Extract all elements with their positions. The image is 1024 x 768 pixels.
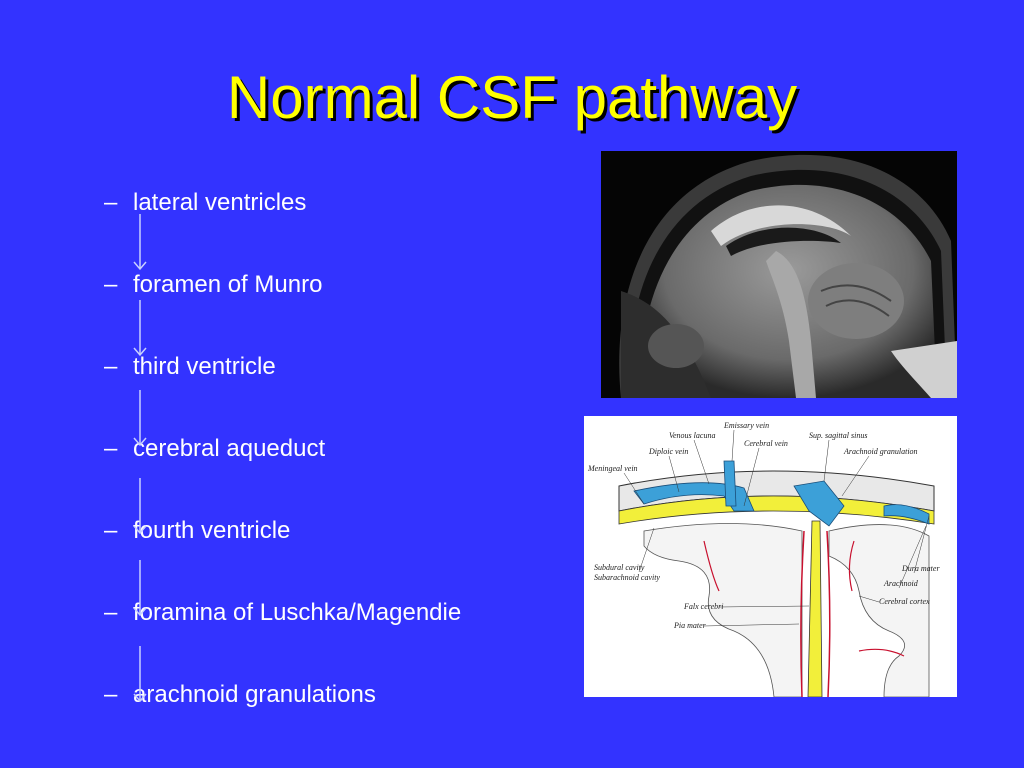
list-item: –foramen of Munro — [104, 271, 323, 298]
diagram-label: Falx cerebri — [683, 602, 723, 611]
diagram-label: Meningeal vein — [587, 464, 638, 473]
diagram-label: Pia mater — [673, 621, 707, 630]
diagram-label: Venous lacuna — [669, 431, 715, 440]
list-item: –cerebral aqueduct — [104, 435, 326, 462]
diagram-label: Cerebral cortex — [879, 597, 930, 606]
down-arrow-icon — [133, 214, 147, 271]
list-item: –third ventricle — [104, 353, 276, 380]
diagram-label: Subdural cavity — [594, 563, 645, 572]
down-arrow-icon — [133, 646, 147, 703]
diagram-label: Arachnoid granulation — [843, 447, 918, 456]
diagram-label: Cerebral vein — [744, 439, 788, 448]
diagram-label: Sup. sagittal sinus — [809, 431, 867, 440]
down-arrow-icon — [133, 560, 147, 617]
down-arrow-icon — [133, 478, 147, 535]
meninges-diagram: Emissary vein Venous lacuna Cerebral vei… — [584, 416, 957, 697]
list-item: –lateral ventricles — [104, 189, 307, 216]
slide-title: Normal CSF pathway — [226, 64, 798, 131]
diagram-label: Diploic vein — [648, 447, 688, 456]
diagram-label: Dura mater — [901, 564, 940, 573]
list-item: –arachnoid granulations — [104, 681, 376, 708]
list-item: –foramina of Luschka/Magendie — [104, 599, 462, 626]
down-arrow-icon — [133, 390, 147, 447]
sagittal-mri-image — [601, 151, 957, 398]
list-item: –fourth ventricle — [104, 517, 291, 544]
diagram-label: Emissary vein — [723, 421, 769, 430]
down-arrow-icon — [133, 300, 147, 357]
diagram-label: Subarachnoid cavity — [594, 573, 660, 582]
